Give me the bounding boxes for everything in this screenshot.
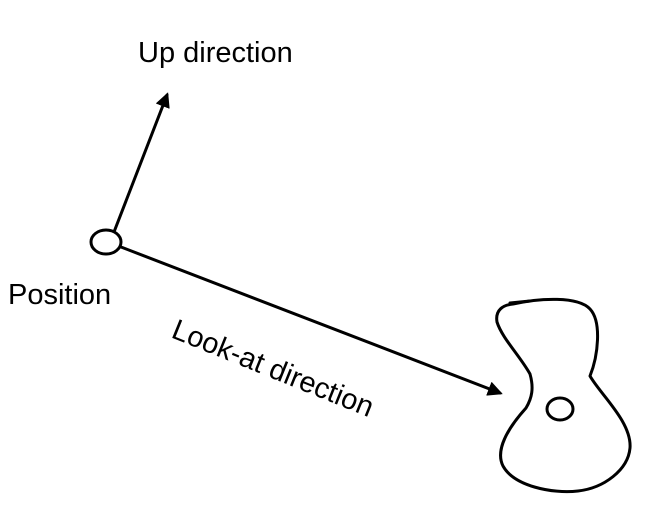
target-object-edge — [508, 299, 532, 305]
up-direction-arrow — [112, 92, 170, 234]
target-object-shape — [495, 297, 632, 494]
position-marker — [89, 228, 123, 256]
target-object-hole — [545, 396, 575, 422]
look-at-direction-arrow — [119, 245, 503, 396]
look-at-direction-label: Look-at direction — [167, 314, 378, 424]
up-direction-label: Up direction — [138, 37, 293, 69]
position-label: Position — [8, 279, 111, 311]
